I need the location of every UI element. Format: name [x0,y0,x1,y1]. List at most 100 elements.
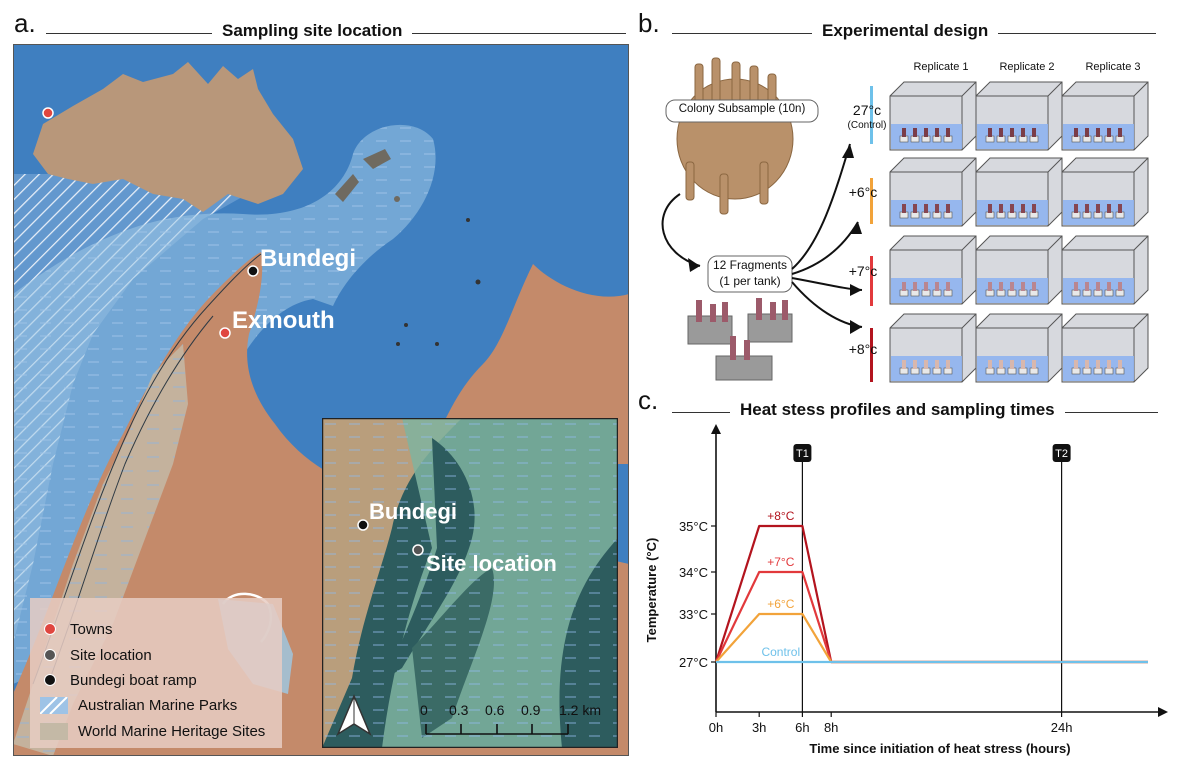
series-label: +8°C [767,509,794,523]
tank [1061,235,1149,305]
tank [1061,81,1149,151]
inset-label-site: Site location [426,551,557,576]
x-tick-label: 24h [1051,720,1073,735]
legend-item-marine-parks: Australian Marine Parks [40,694,237,716]
tank [889,313,977,383]
islet-1 [466,218,470,222]
y-tick-label: 27°C [679,655,708,670]
x-tick-label: 8h [824,720,838,735]
map-legend: Towns Site location Bundegi boat ramp Au… [30,598,282,748]
x-tick-label: 3h [752,720,766,735]
replicate-2-label: Replicate 2 [999,61,1055,73]
heritage-swatch-icon [40,722,68,740]
heat-stress-chart: T1 T2 +8°C +7°C +6°C Control 0h 3h 6h 8h 24h 27°C 33… [644,424,1168,756]
australia-landmass [33,62,303,212]
scale-label-1: 0.3 [449,702,469,718]
island-1 [363,149,391,169]
plus8-bar [870,328,873,382]
legend-item-towns: Towns [40,618,113,640]
x-tick-label: 0h [709,720,723,735]
exmouth-marker [219,327,231,339]
legend-item-site: Site location [40,644,152,666]
sampling-time-badge [1052,444,1071,462]
legend-label: Bundegi boat ramp [70,671,197,689]
replicate-3-label: Replicate 3 [1085,61,1141,73]
map-label-bundegi: Bundegi [260,245,356,272]
x-axis-arrow-icon [1158,707,1168,717]
inset-label-bundegi: Bundegi [369,499,457,524]
legend-label: World Marine Heritage Sites [78,722,266,740]
series-line [714,524,1148,664]
islet-3 [404,323,408,327]
tank-grid [889,81,1149,383]
map-label-exmouth: Exmouth [232,307,335,334]
treatment-plus8-label: +8°c [848,341,878,357]
treatment-control-label: 27°c [852,102,882,118]
panel-a-letter: a. [14,8,36,38]
islet-4 [396,342,400,346]
right-land [443,264,629,464]
legend-item-heritage: World Marine Heritage Sites [40,720,265,742]
tank [975,235,1063,305]
y-tick-label: 33°C [679,607,708,622]
control-bar [870,86,873,144]
legend-label: Towns [70,620,113,638]
inset-bundegi-marker [357,519,369,531]
colony-label: Colony Subsample (10n) [678,103,806,115]
island-2 [335,174,359,202]
fragments-label-2: (1 per tank) [719,274,781,288]
sampling-time-label: T2 [1055,448,1068,460]
coral-colony-icon [676,57,794,215]
sampling-time-label: T1 [796,448,809,460]
islet-5 [435,342,439,346]
islet-2 [475,279,481,285]
panel-c-letter: c. [638,385,659,415]
scale-label-0: 0 [420,702,428,718]
y-tick-label: 34°C [679,565,708,580]
tank [975,157,1063,227]
australia-town-dot [42,107,54,119]
scale-bar [425,724,569,735]
experimental-design [661,57,1149,383]
series-label: Control [761,645,800,659]
tank [975,313,1063,383]
y-tick-label: 35°C [679,519,708,534]
legend-label: Site location [70,646,152,664]
plus7-bar [870,256,873,306]
fragment-plugs-icon [687,298,793,381]
inset-map [322,418,618,748]
legend-item-boat-ramp: Bundegi boat ramp [40,669,197,691]
y-axis-arrow-icon [711,424,721,434]
tank [889,81,977,151]
scale-label-4: 1.2 km [559,702,602,718]
tank [889,157,977,227]
treatment-arrows [791,143,863,328]
treatment-control-sub: (Control) [847,120,887,131]
series-label: +7°C [767,555,794,569]
tank [889,235,977,305]
x-tick-label: 6h [795,720,809,735]
colony-to-fragments-arrow [661,193,701,267]
y-axis-label: Temperature (°C) [644,538,659,643]
panel-a-title: Sampling site location [212,21,413,41]
bundegi-marker [247,265,259,277]
panel-b-title: Experimental design [812,21,999,41]
fragments-label-1: 12 Fragments [712,258,788,272]
legend-label: Australian Marine Parks [78,696,238,714]
site-dot-icon [44,649,56,661]
treatment-plus6-label: +6°c [848,184,878,200]
series-label: +6°C [767,597,794,611]
scale-label-2: 0.6 [485,702,505,718]
colony-label-box [665,99,819,123]
x-axis-label: Time since initiation of heat stress (ho… [809,741,1070,756]
reef-contour [32,253,262,685]
replicate-1-label: Replicate 1 [913,61,969,73]
plus6-bar [870,178,873,224]
panel-c-title: Heat stess profiles and sampling times [730,400,1065,420]
inset-site-marker [412,544,424,556]
tank [1061,157,1149,227]
towns-dot-icon [44,623,56,635]
tank [1061,313,1149,383]
panel-b-letter: b. [638,8,660,38]
island-3 [394,196,400,202]
